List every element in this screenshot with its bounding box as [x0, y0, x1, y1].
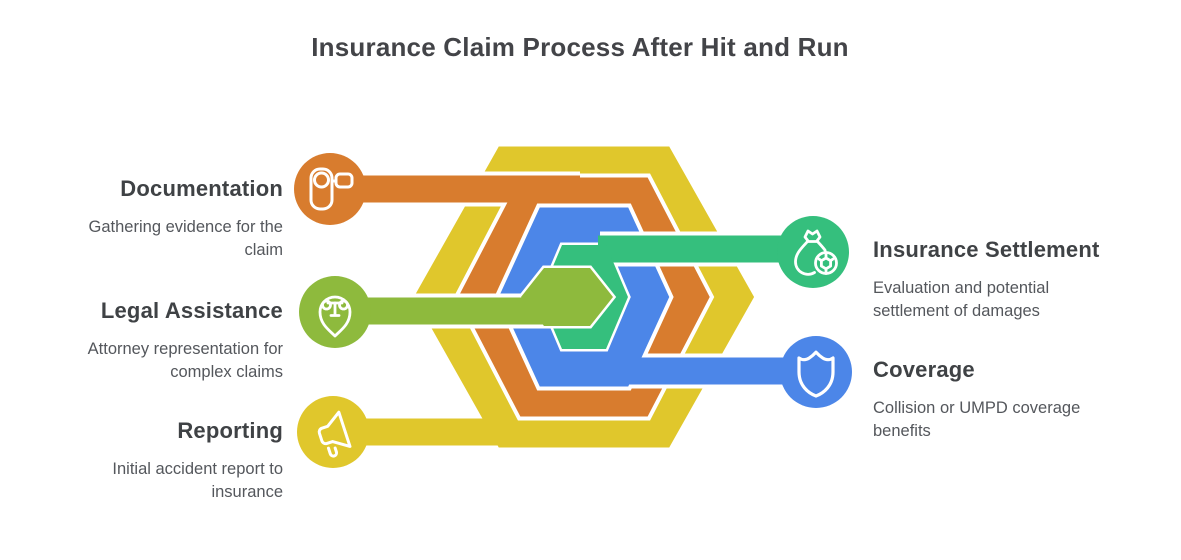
scales-of-justice-icon	[318, 295, 352, 338]
item-title-coverage: Coverage	[873, 357, 975, 382]
item-desc-documentation: Gathering evidence for the claim	[88, 218, 283, 259]
hexagon-ring-blue	[494, 203, 852, 408]
item-reporting: Reporting Initial accident report to ins…	[33, 418, 283, 504]
item-desc-coverage: Collision or UMPD coverage benefits	[873, 399, 1081, 440]
item-coverage: Coverage Collision or UMPD coverage bene…	[873, 357, 1165, 443]
item-title-reporting: Reporting	[177, 418, 283, 443]
item-legal-assistance: Legal Assistance Attorney representation…	[33, 298, 283, 384]
item-title-documentation: Documentation	[120, 176, 283, 201]
shield-icon	[797, 350, 835, 398]
item-insurance-settlement: Insurance Settlement Evaluation and pote…	[873, 237, 1165, 323]
item-documentation: Documentation Gathering evidence for the…	[33, 176, 283, 262]
coverage-node	[780, 336, 852, 408]
item-desc-legal-assistance: Attorney representation for complex clai…	[87, 340, 283, 381]
item-title-insurance-settlement: Insurance Settlement	[873, 237, 1100, 262]
documentation-node	[294, 153, 366, 225]
hexagon-ring-yellow	[297, 142, 759, 468]
settlement-node	[777, 216, 849, 288]
item-desc-reporting: Initial accident report to insurance	[112, 460, 283, 501]
reporting-node	[297, 396, 369, 468]
money-bag-icon	[794, 229, 838, 276]
item-desc-insurance-settlement: Evaluation and potential settlement of d…	[873, 279, 1050, 320]
megaphone-icon	[317, 410, 352, 458]
video-camera-icon	[309, 167, 354, 211]
item-title-legal-assistance: Legal Assistance	[100, 298, 283, 323]
hexagon-ring-orange	[294, 153, 715, 421]
hexagon-olive	[299, 265, 617, 348]
page-title: Insurance Claim Process After Hit and Ru…	[311, 32, 849, 62]
